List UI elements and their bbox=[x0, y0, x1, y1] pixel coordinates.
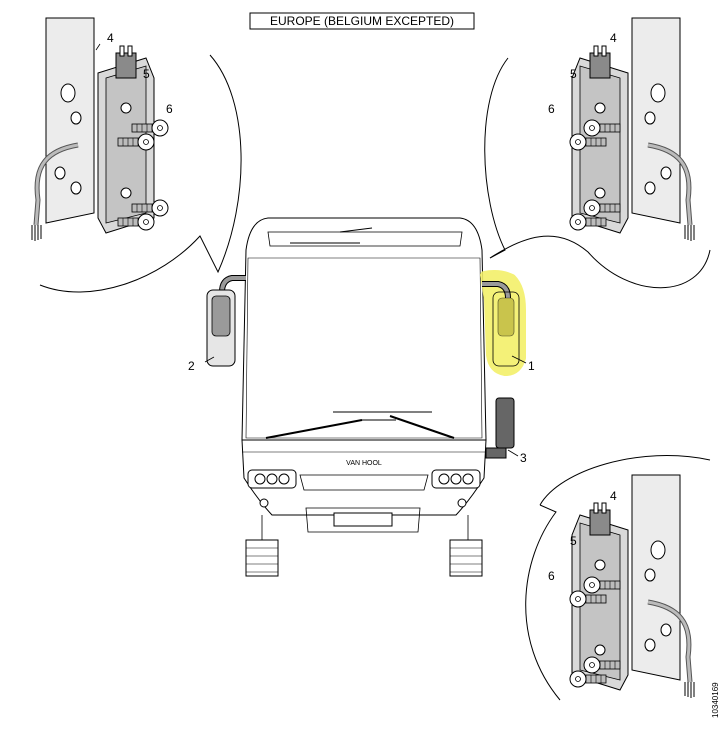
title-box: EUROPE (BELGIUM EXCEPTED) bbox=[249, 12, 475, 30]
headlight-left bbox=[247, 469, 297, 489]
bus-front-view: VAN HOOL bbox=[241, 217, 487, 577]
detail-bottom-right: 4 5 6 bbox=[525, 455, 711, 701]
wheel-right bbox=[449, 539, 483, 577]
brand-logo: VAN HOOL bbox=[346, 460, 382, 467]
detail-bubble-top-right bbox=[484, 57, 711, 289]
license-plate bbox=[333, 512, 393, 527]
callout-5: 5 bbox=[570, 534, 577, 548]
callout-3: 3 bbox=[520, 451, 527, 465]
callout-4: 4 bbox=[107, 31, 114, 45]
callout-6: 6 bbox=[548, 569, 555, 583]
mirror-2-left: 2 bbox=[188, 275, 246, 373]
callout-1: 1 bbox=[528, 359, 535, 373]
detail-bubble-bottom-right bbox=[525, 455, 711, 701]
detail-bubble-top-left bbox=[39, 54, 242, 293]
callout-6: 6 bbox=[548, 102, 555, 116]
callout-4: 4 bbox=[610, 31, 617, 45]
mirror-3-front: 3 bbox=[485, 397, 527, 465]
callout-5: 5 bbox=[570, 67, 577, 81]
document-code: 10340169 bbox=[711, 682, 720, 718]
callout-5: 5 bbox=[143, 67, 150, 81]
mirror-1-right-highlighted: 1 bbox=[480, 270, 535, 376]
callout-4: 4 bbox=[610, 489, 617, 503]
detail-top-left: 4 5 6 bbox=[32, 17, 242, 293]
detail-top-right: 4 5 6 bbox=[484, 17, 711, 289]
headlight-right bbox=[431, 469, 481, 489]
callout-2: 2 bbox=[188, 359, 195, 373]
wheel-left bbox=[245, 539, 279, 577]
diagram-title: EUROPE (BELGIUM EXCEPTED) bbox=[270, 14, 454, 28]
callout-6: 6 bbox=[166, 102, 173, 116]
